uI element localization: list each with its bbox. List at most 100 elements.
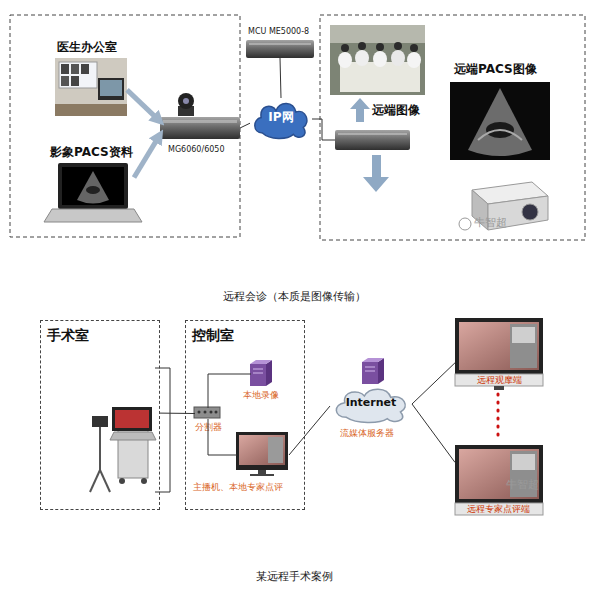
monitor [239,435,285,465]
meeting-photo [330,25,425,95]
office-photo [55,104,127,116]
office-photo [81,64,89,74]
office-photo [55,58,127,116]
node-label: 影象PACS资料 [50,146,133,160]
camera [178,93,194,116]
meeting-photo [410,44,418,52]
laptop [58,163,128,209]
connector-line [208,374,251,408]
server-icon [250,360,272,364]
server-icon [378,358,384,384]
ultrasound-machine [90,407,156,492]
server-icon [253,373,263,374]
server-icon [365,371,375,372]
node-sublabel: 流媒体服务器 [340,428,394,438]
splitter-device [204,411,207,414]
office-photo [98,78,124,100]
office-photo [71,76,79,86]
connector-line [412,404,455,462]
ultrasound-image [450,82,550,160]
meeting-photo [355,50,369,66]
monitor [455,318,543,390]
ultrasound-machine [141,478,147,484]
meeting-photo [330,25,425,43]
node-label: 主播机、本地专家点评 [193,482,283,492]
group-frame [320,15,585,240]
image-label: 远端图像 [372,104,420,118]
monitor [258,470,266,474]
monitor [510,324,537,368]
meeting-photo [341,44,349,52]
watermark: 牛智超 [506,479,539,492]
mcu-device [246,40,314,58]
ultrasound-machine [119,478,125,484]
network-cloud: IP网 [250,98,312,140]
monitor [455,318,543,374]
node-label: MCU ME5000-8 [248,27,309,36]
codec-device [160,117,240,139]
monitor [268,437,283,463]
photo-box: 医生办公室 [55,58,127,116]
ultrasound-machine [115,410,149,428]
wire-bracket [155,368,170,492]
node-label: 控制室 [192,327,234,343]
monitor [494,386,504,390]
ultrasound-machine [110,432,156,440]
splitter-device [194,407,220,418]
group-frame [10,15,585,240]
meeting-photo [338,52,352,68]
ultrasound-image [468,88,532,156]
node-label: 分割器 [195,422,222,432]
node-label: 手术室 [47,327,89,343]
dotted-line [498,394,499,438]
monitor [455,445,543,515]
laptop [44,209,142,222]
connector-line [412,363,455,404]
laptop [62,167,124,205]
monitor [455,374,543,386]
monitor-box: 远程专家点评端 [455,445,543,503]
projector [522,204,538,220]
network-line [312,119,335,140]
ultrasound-machine [92,416,108,427]
connector-arrow [127,90,160,122]
room-frame: 控制室本地录像分割器主播机、本地专家点评 [185,320,305,510]
internet-cloud: Internet流媒体服务器 [330,384,412,424]
node-label: 远程专家点评端 [467,504,530,514]
server-icon [362,358,384,384]
office-photo [100,80,122,96]
ultrasound-image [450,82,550,160]
codec-device [160,117,240,139]
server-icon [250,360,272,386]
caption: 远程会诊（本质是图像传输） [0,291,589,304]
monitor [455,445,543,503]
splitter-device [210,411,213,414]
ultrasound-machine [99,425,101,470]
device-box: MCU ME5000-8 [246,40,314,58]
node-label: 远程观摩端 [477,375,522,385]
splitter-device [198,411,201,414]
laptop [77,171,109,204]
block-arrow [363,155,389,192]
meeting-photo [330,25,425,95]
camera [178,93,194,109]
meeting-photo [391,50,405,66]
monitor-box: 远程观摩端 [455,318,543,374]
laptop [44,163,142,222]
office-photo [59,62,97,88]
server-icon [365,367,375,368]
connector-line [208,419,237,455]
connector-line [240,123,250,128]
laptop [86,186,100,194]
monitor [512,454,535,470]
meeting-photo [373,51,387,67]
codec-device [163,120,237,123]
codec-device [335,130,410,150]
monitor [236,432,288,470]
monitor [512,327,535,343]
meeting-photo [358,42,366,50]
office-photo [61,76,69,86]
ultrasound-image [478,130,522,140]
